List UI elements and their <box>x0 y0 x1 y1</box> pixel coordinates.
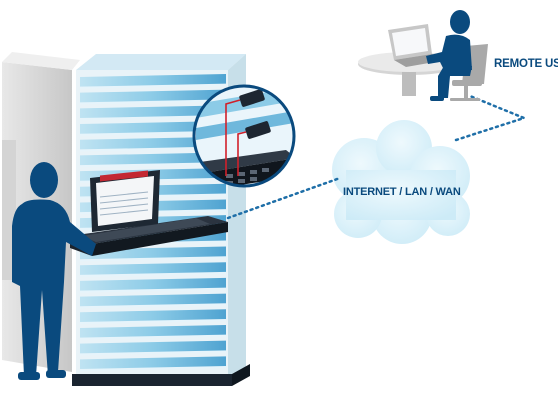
rack-unit-slat <box>80 89 226 104</box>
rack-unit-slat <box>80 309 226 323</box>
rack-unit-slat <box>80 105 226 120</box>
network-link <box>226 94 528 220</box>
rack-unit-slat <box>80 277 226 292</box>
rack-unit-edge <box>79 287 227 293</box>
rack-unit-edge <box>79 350 227 356</box>
rack-unit-edge <box>79 83 227 89</box>
local-user-icon <box>12 162 96 380</box>
rack-unit-slat <box>80 74 226 88</box>
laptop-icon <box>90 170 160 232</box>
rack-unit-slat <box>80 356 226 370</box>
rack-unit-edge <box>79 303 227 309</box>
rack-unit-edge <box>79 318 227 324</box>
rack-units <box>79 74 227 371</box>
rack-unit-slat <box>80 340 226 355</box>
kvm-cables <box>225 99 247 176</box>
rack-unit-slat <box>80 293 226 308</box>
rack-unit-slat <box>80 136 226 151</box>
rack-unit-edge <box>79 334 227 340</box>
kvm-zoom-callout <box>192 84 296 188</box>
kvm-connectors <box>239 89 271 139</box>
rack-unit-edge <box>79 366 227 371</box>
rack-unit-slat <box>80 262 226 276</box>
rack-unit-slat <box>80 324 226 339</box>
rack-unit-edge <box>79 256 227 262</box>
cloud-icon <box>332 120 470 244</box>
remote-user-icon <box>426 10 472 101</box>
remote-user-label: REMOTE USER <box>494 58 558 70</box>
rack-unit-edge <box>79 271 227 277</box>
rack-unit-slat <box>80 152 226 167</box>
network-label: INTERNET / LAN / WAN <box>343 186 461 198</box>
rack-unit-slat <box>80 121 226 135</box>
rack-unit-edge <box>79 99 227 105</box>
